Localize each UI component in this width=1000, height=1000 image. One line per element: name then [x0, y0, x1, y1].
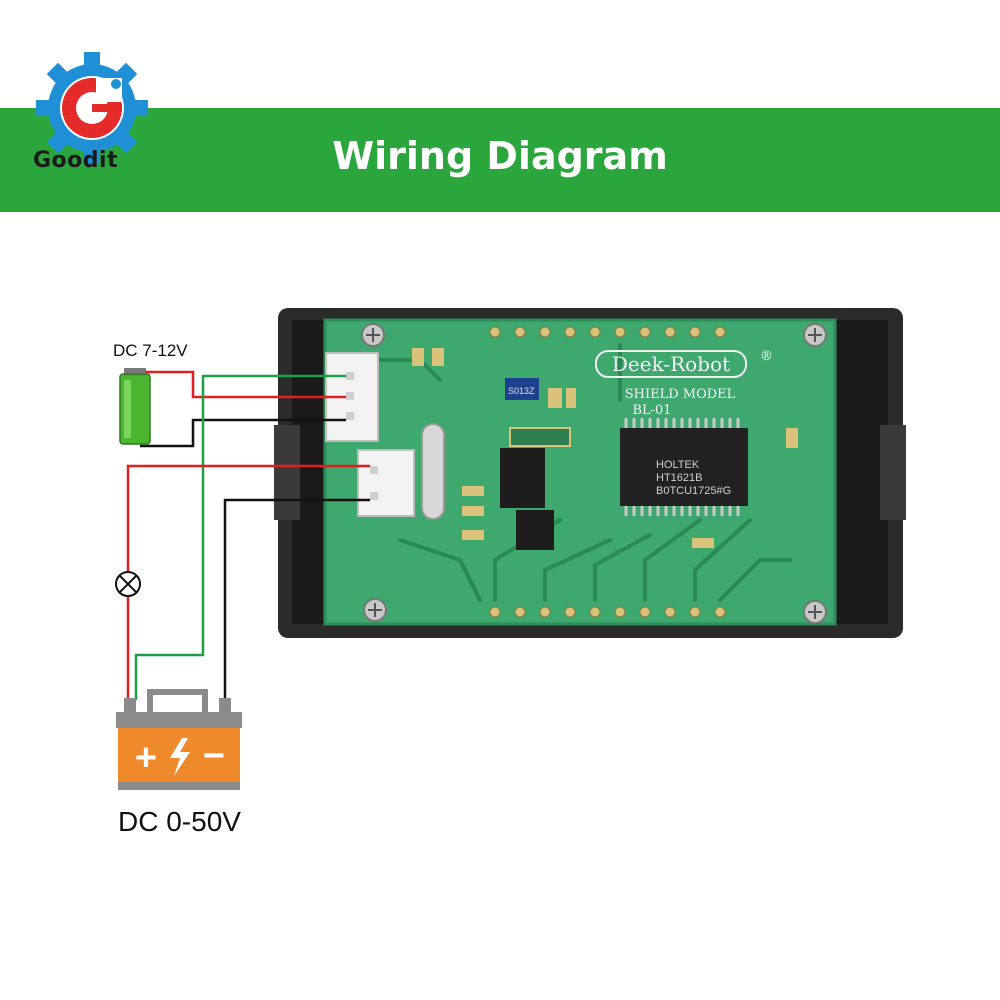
- page-title: Wiring Diagram: [332, 134, 668, 178]
- supply-voltage-label: DC 7-12V: [113, 341, 188, 360]
- gear-logo-icon: [36, 52, 148, 164]
- board-maker-label: Deek-Robot: [612, 352, 730, 376]
- power-connector: [325, 352, 379, 442]
- wire-measure-negative: [223, 498, 370, 700]
- battery-minus-sign: −: [203, 735, 225, 777]
- header-banner: [0, 108, 1000, 212]
- board-model-line1: SHIELD MODEL: [625, 387, 736, 402]
- wire-signal-green: [134, 374, 346, 700]
- brand-name: Goodit: [33, 148, 119, 173]
- chip-text-3: B0TCU1725#G: [656, 485, 731, 497]
- wire-supply-negative: [140, 418, 346, 448]
- registered-mark: ®: [760, 349, 773, 364]
- board-model-line2: BL-01: [632, 403, 671, 418]
- wire-supply-positive: [145, 370, 346, 399]
- measured-voltage-label: DC 0-50V: [118, 806, 241, 837]
- holtek-chip: HOLTEK HT1621B B0TCU1725#G: [620, 418, 748, 516]
- wire-load-red-top: [126, 464, 370, 572]
- lamp-icon: [115, 571, 141, 597]
- small-battery-icon: [119, 368, 151, 445]
- pcb-board: Deek-Robot ® SHIELD MODEL BL-01 HOLTEK H…: [323, 318, 837, 626]
- car-battery-icon: + −: [116, 689, 242, 790]
- chip-text-1: HOLTEK: [656, 459, 700, 471]
- lightning-icon: [170, 738, 190, 776]
- chip-text-2: HT1621B: [656, 472, 702, 484]
- battery-plus-sign: +: [135, 737, 157, 779]
- wires: [126, 370, 370, 700]
- measure-connector: [357, 449, 415, 517]
- small-chip-label: S013Z: [508, 386, 535, 396]
